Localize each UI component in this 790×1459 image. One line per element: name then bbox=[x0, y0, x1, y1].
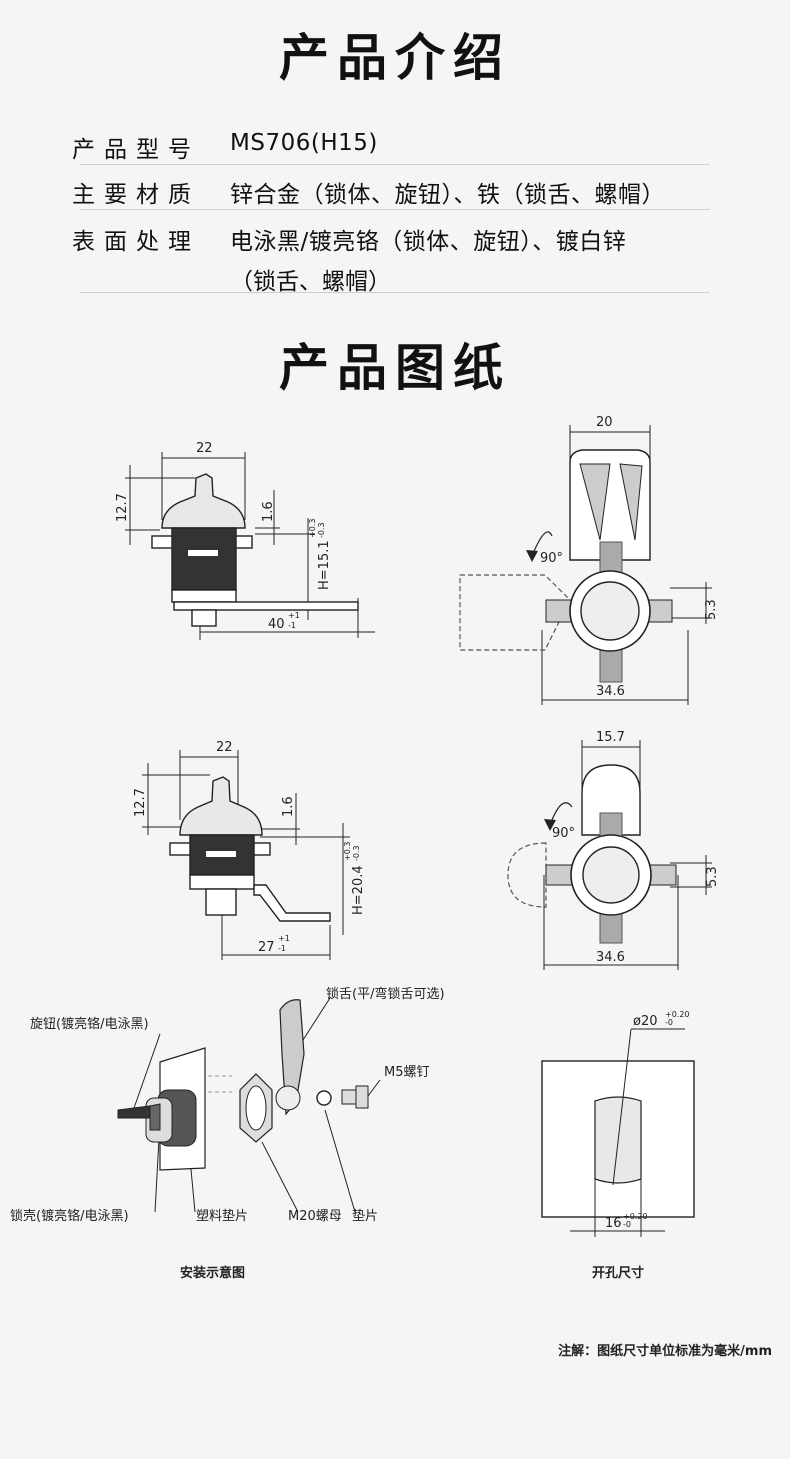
dim-diameter-tol-down: -0 bbox=[665, 1018, 673, 1027]
label-tongue: 锁舌(平/弯锁舌可选) bbox=[326, 986, 445, 1002]
unit-note: 注解：图纸尺寸单位标准为毫米/mm bbox=[558, 1344, 772, 1359]
dim-top-width: 20 bbox=[596, 415, 613, 430]
label-body: 锁壳(镀亮铬/电泳黑) bbox=[10, 1208, 129, 1224]
label-screw: M5螺钉 bbox=[384, 1065, 430, 1080]
dim-h-tol-down: -0.3 bbox=[352, 845, 361, 861]
spec-row-material: 主要材质 锌合金（锁体、旋钮）、铁（锁舌、螺帽） bbox=[72, 175, 710, 210]
dim-tongue: 5.3 bbox=[704, 599, 719, 620]
dim-h-tol-down: -0.3 bbox=[317, 522, 326, 538]
assembly-caption: 安装示意图 bbox=[180, 1266, 246, 1281]
dim-h-tol-up: +0.3 bbox=[343, 842, 352, 861]
spec-value: 锌合金（锁体、旋钮）、铁（锁舌、螺帽） bbox=[230, 182, 665, 208]
dim-width: 22 bbox=[196, 441, 213, 456]
dim-diameter: ø20 bbox=[633, 1014, 658, 1029]
dim-h-tol-up: +0.3 bbox=[308, 519, 317, 538]
spec-label: 表面处理 bbox=[72, 229, 200, 255]
dim-h: H=15.1 bbox=[317, 540, 332, 590]
dim-h: H=20.4 bbox=[351, 865, 366, 915]
dim-top-width: 15.7 bbox=[596, 730, 625, 745]
panel-cutout-drawing: ø20 +0.20 -0 16 +0.20 -0 bbox=[535, 1005, 705, 1245]
cutout-caption: 开孔尺寸 bbox=[592, 1266, 645, 1281]
dim-flat-tol-down: -0 bbox=[623, 1220, 631, 1229]
side-view-flat-drawing: 22 12.7 1.6 H=15.1 +0.3 -0.3 40 +1 -1 bbox=[100, 430, 400, 650]
dim-width: 22 bbox=[216, 740, 233, 755]
dim-flat: 16 bbox=[605, 1216, 622, 1231]
dim-length: 27 bbox=[258, 940, 275, 955]
label-nut: M20螺母 bbox=[288, 1209, 342, 1224]
spec-row-finish: 表面处理 电泳黑/镀亮铬（锁体、旋钮）、镀白锌 （锁舌、螺帽） bbox=[72, 222, 710, 295]
label-plastic-washer: 塑料垫片 bbox=[196, 1208, 248, 1224]
dim-height: 12.7 bbox=[115, 493, 130, 522]
label-washer: 垫片 bbox=[352, 1208, 378, 1224]
dim-length: 40 bbox=[268, 617, 285, 632]
dim-flange: 1.6 bbox=[281, 796, 296, 817]
dim-length-tol-down: -1 bbox=[278, 944, 286, 953]
front-view-bent-drawing: 15.7 90° 5.3 34.6 bbox=[500, 725, 750, 975]
dim-width: 34.6 bbox=[596, 950, 625, 965]
dim-tongue: 5.3 bbox=[705, 866, 720, 887]
spec-label: 主要材质 bbox=[72, 182, 200, 208]
dim-height: 12.7 bbox=[133, 788, 148, 817]
dim-length-tol-up: +1 bbox=[278, 934, 290, 943]
product-drawing-title: 产品图纸 bbox=[279, 339, 511, 397]
product-intro-title: 产品介绍 bbox=[279, 29, 511, 87]
spec-value-continued: （锁舌、螺帽） bbox=[230, 269, 391, 295]
dim-flange: 1.6 bbox=[261, 501, 276, 522]
spec-row-model: 产品型号 MS706(H15) bbox=[72, 130, 710, 165]
dim-diameter-tol-up: +0.20 bbox=[665, 1010, 690, 1019]
label-knob: 旋钮(镀亮铬/电泳黑) bbox=[30, 1016, 149, 1032]
dim-angle: 90° bbox=[552, 826, 575, 841]
dim-length-tol-down: -1 bbox=[288, 621, 296, 630]
assembly-diagram: 旋钮(镀亮铬/电泳黑) 锁舌(平/弯锁舌可选) M5螺钉 锁壳(镀亮铬/电泳黑)… bbox=[0, 980, 480, 1240]
spec-value: MS706(H15) bbox=[230, 130, 378, 156]
dim-length-tol-up: +1 bbox=[288, 611, 300, 620]
spec-value: 电泳黑/镀亮铬（锁体、旋钮）、镀白锌 bbox=[230, 229, 627, 255]
front-view-flat-drawing: 20 90° 5.3 34.6 bbox=[450, 410, 730, 710]
dim-flat-tol-up: +0.20 bbox=[623, 1212, 648, 1221]
dim-width: 34.6 bbox=[596, 684, 625, 699]
spec-label: 产品型号 bbox=[72, 137, 200, 163]
side-view-bent-drawing: 22 12.7 1.6 H=20.4 +0.3 -0.3 27 +1 -1 bbox=[120, 735, 400, 970]
dim-angle: 90° bbox=[540, 551, 563, 566]
